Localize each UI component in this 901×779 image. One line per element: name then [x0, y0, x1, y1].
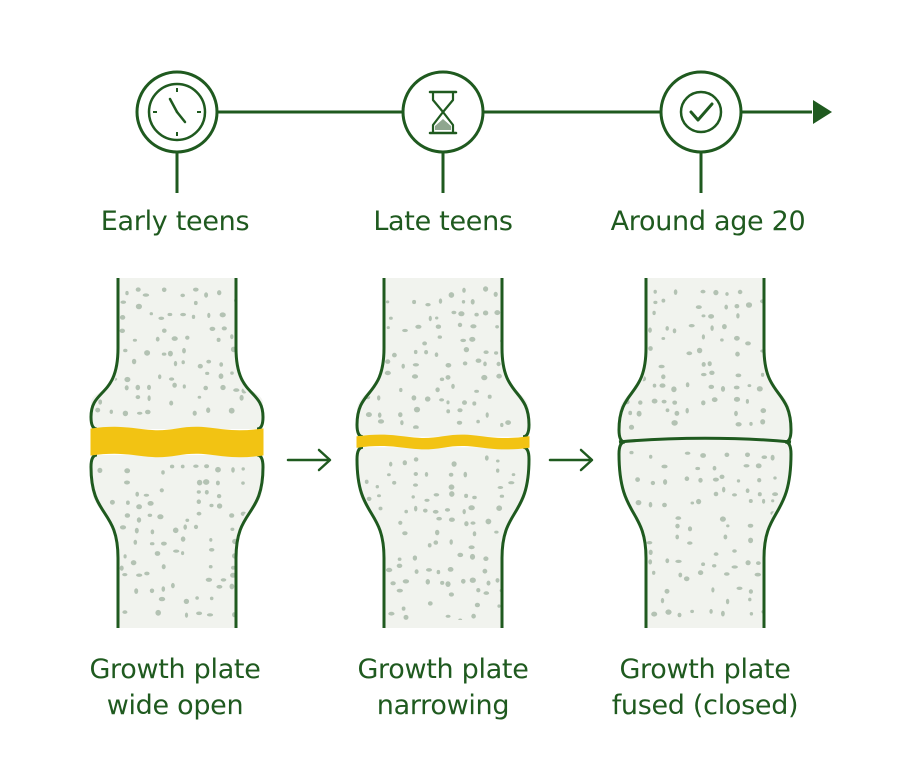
- stage-label-late-teens: Late teens: [373, 206, 513, 237]
- stage-label-early-teens: Early teens: [100, 206, 250, 237]
- caption-late-teens: Growth plate narrowing: [313, 652, 573, 724]
- bone-outline: [617, 440, 648, 628]
- right-arrow-icon: [548, 448, 594, 472]
- bone-outline: [89, 453, 120, 628]
- checkmark-icon: [659, 70, 743, 154]
- bone-lower: [617, 440, 793, 628]
- hourglass-icon: [401, 70, 485, 154]
- bone-lower: [355, 445, 531, 628]
- bone-fill: [91, 455, 263, 628]
- bone-upper: [355, 278, 531, 439]
- right-arrow-icon: [286, 448, 332, 472]
- bone-outline: [355, 445, 386, 628]
- timeline-arrowhead: [813, 100, 832, 124]
- bone-outline: [355, 278, 386, 439]
- stage-label-around-age-20: Around age 20: [610, 206, 806, 237]
- bone-outline: [89, 278, 120, 431]
- bone-outline: [500, 445, 531, 628]
- bone-outline: [500, 278, 531, 439]
- bone-stage-adult: [617, 278, 793, 628]
- bone-pores: [95, 287, 248, 417]
- bone-outline: [234, 453, 265, 628]
- fused-growth-line: [618, 436, 792, 444]
- caption-line: wide open: [106, 690, 244, 721]
- caption-line: Growth plate: [357, 654, 529, 685]
- growth-plate: [356, 434, 530, 450]
- bone-fill: [357, 278, 529, 437]
- caption-around-age-20: Growth plate fused (closed): [575, 652, 835, 724]
- bone-outline: [234, 278, 265, 431]
- clock-icon: [135, 70, 219, 154]
- bone-stage-early: [89, 278, 265, 628]
- bone-lower: [89, 453, 265, 628]
- bone-stage-late: [355, 278, 531, 628]
- caption-line: Growth plate: [89, 654, 261, 685]
- bone-upper: [89, 278, 265, 431]
- growth-plate: [90, 426, 264, 458]
- timeline: [135, 70, 832, 193]
- caption-line: narrowing: [376, 690, 510, 721]
- bone-fill: [357, 447, 529, 628]
- bone-outline: [762, 440, 793, 628]
- caption-early-teens: Growth plate wide open: [45, 652, 305, 724]
- bone-upper: [617, 278, 793, 444]
- caption-line: fused (closed): [611, 690, 799, 721]
- caption-line: Growth plate: [619, 654, 791, 685]
